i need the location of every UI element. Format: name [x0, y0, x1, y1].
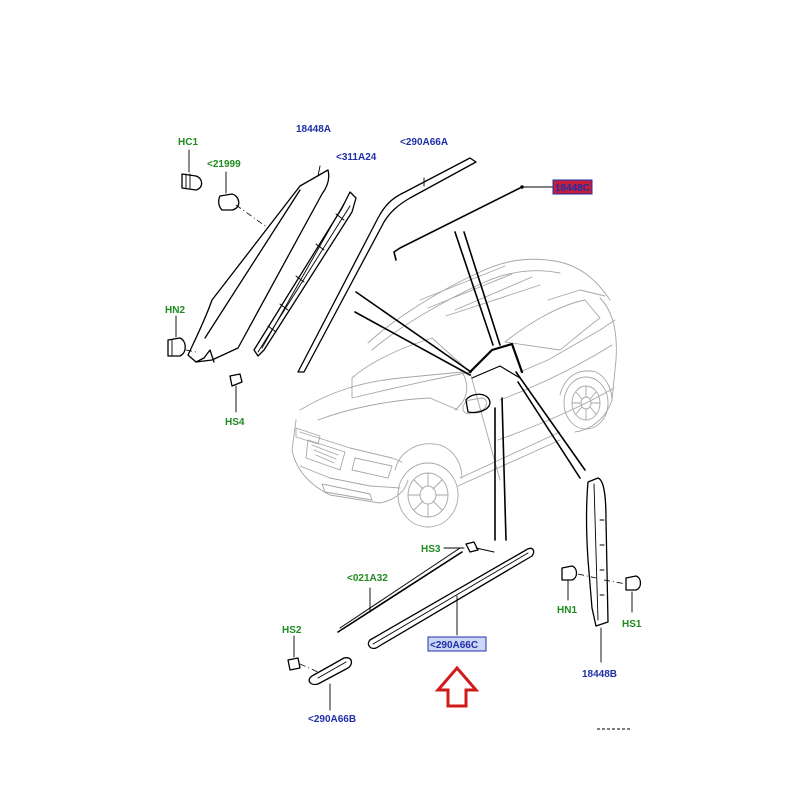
label-hs3[interactable]: HS3	[421, 544, 441, 555]
moulding-290a66c	[367, 547, 535, 650]
screw-hs2	[287, 635, 319, 673]
screw-hs3	[443, 541, 495, 553]
seal-18448c	[393, 185, 554, 261]
label-311a24[interactable]: <311A24	[336, 152, 377, 163]
label-18448a[interactable]: 18448A	[296, 124, 331, 135]
part-labels: HC1 <21999 18448A <311A24 <290A66A 18448…	[165, 124, 642, 725]
moulding-290a66a	[297, 157, 477, 373]
clip-hs1	[603, 575, 642, 613]
seal-021a32	[337, 547, 463, 633]
label-18448c[interactable]: 18448C	[555, 183, 590, 194]
screw-hs4	[229, 373, 243, 413]
clip-hc1	[181, 149, 203, 191]
label-hn1[interactable]: HN1	[557, 605, 577, 616]
seal-311a24	[253, 191, 357, 357]
label-hs1[interactable]: HS1	[622, 619, 642, 630]
label-290a66c[interactable]: <290A66C	[430, 640, 478, 651]
trim-290a66b	[308, 657, 353, 711]
focus-part-box	[427, 636, 487, 652]
label-021a32[interactable]: <021A32	[347, 573, 388, 584]
label-290a66a[interactable]: <290A66A	[400, 137, 448, 148]
clip-hn2	[167, 315, 197, 357]
label-21999[interactable]: <21999	[207, 159, 241, 170]
vehicle-outline	[291, 258, 617, 528]
label-hc1[interactable]: HC1	[178, 137, 198, 148]
up-arrow-icon	[434, 665, 480, 708]
leader-lines	[354, 231, 586, 541]
label-hs2[interactable]: HS2	[282, 625, 302, 636]
b-pillar-trim-18448b	[585, 477, 609, 663]
a-pillar-trim-18448a	[187, 165, 330, 363]
label-18448b[interactable]: 18448B	[582, 669, 617, 680]
vehicle-pillar-highlight	[465, 342, 524, 414]
label-hs4[interactable]: HS4	[225, 417, 245, 428]
selected-part-highlight	[552, 179, 593, 195]
label-290a66b[interactable]: <290A66B	[308, 714, 356, 725]
nut-21999	[218, 171, 269, 229]
clip-hn1	[561, 565, 597, 601]
label-hn2[interactable]: HN2	[165, 305, 185, 316]
